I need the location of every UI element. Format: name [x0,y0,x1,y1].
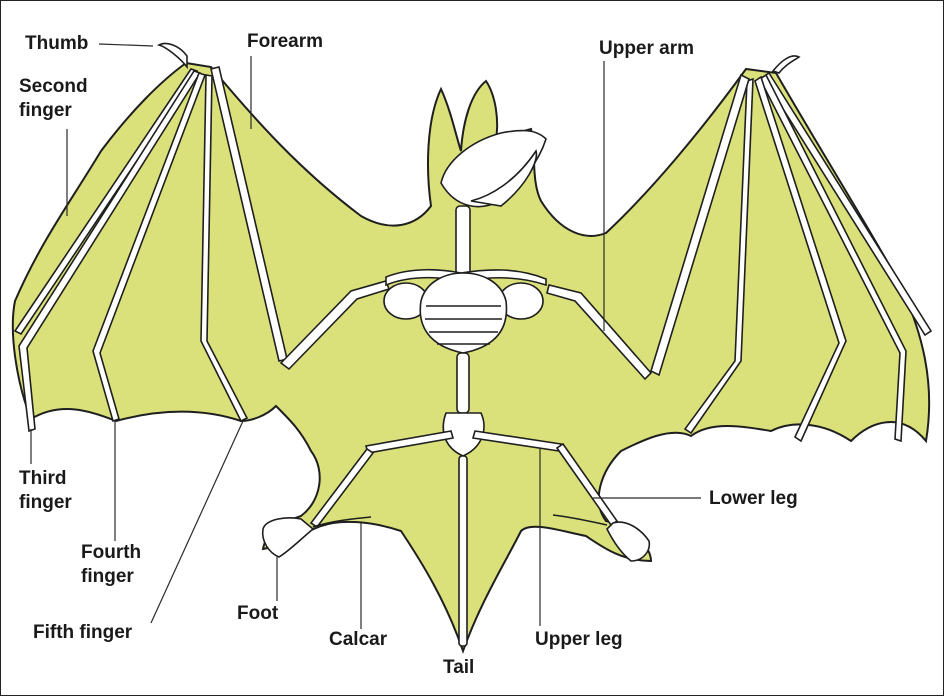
label-upper-arm: Upper arm [599,37,694,61]
label-fourth-finger-line1: Fourth [81,542,142,563]
label-fifth-finger: Fifth finger [33,621,132,645]
left-calcar [312,516,372,528]
right-upper-arm-bone [546,284,653,381]
label-calcar-text: Calcar [329,629,388,650]
label-fourth-finger-line2: finger [81,566,134,587]
label-upper-leg: Upper leg [535,628,623,652]
right-forearm-bone [650,73,750,377]
left-lower-leg-bone [309,447,375,529]
left-thumb-claw [156,42,188,70]
thumb-leader [98,43,154,47]
label-third-finger: Third finger [19,467,72,515]
label-forearm: Forearm [247,30,323,54]
skull [440,129,547,208]
right-fourth-finger-bone [754,75,847,443]
label-forearm-text: Forearm [247,31,324,52]
label-lower-leg-text: Lower leg [709,488,798,509]
label-foot-text: Foot [237,603,279,624]
label-upper-leg-text: Upper leg [535,629,623,650]
label-tail: Tail [443,656,474,680]
right-thumb-claw [771,55,801,74]
right-lower-leg-bone [555,442,619,527]
ribs [425,305,502,345]
left-fourth-finger-bone [92,71,207,423]
left-foot [261,517,315,558]
jaw [470,149,538,207]
label-lower-leg: Lower leg [709,487,798,511]
rib-cage [419,272,508,354]
left-wing-bones [13,42,429,433]
right-foot [606,521,651,562]
label-third-finger-line2: finger [19,492,72,513]
label-second-finger-line2: finger [19,100,72,121]
label-third-finger-line1: Third [19,468,67,489]
tail-bone [458,455,468,647]
label-second-finger-line1: Second [19,76,88,97]
right-calcar [552,514,608,526]
right-wing-bones [498,55,933,443]
label-foot: Foot [237,602,278,626]
spine-lumbar [456,352,470,414]
label-tail-text: Tail [443,657,475,678]
spine-neck [455,205,471,277]
label-fourth-finger: Fourth finger [81,541,141,589]
label-thumb-text: Thumb [25,33,89,54]
label-thumb: Thumb [25,32,88,56]
leader-lines [30,43,701,629]
label-second-finger: Second finger [19,75,88,123]
left-second-finger-bone [13,68,199,336]
label-upper-arm-text: Upper arm [599,38,695,59]
label-fifth-finger-text: Fifth finger [33,622,133,643]
fifth-finger-leader [150,420,244,624]
label-calcar: Calcar [329,628,387,652]
body-skeleton [261,129,651,647]
